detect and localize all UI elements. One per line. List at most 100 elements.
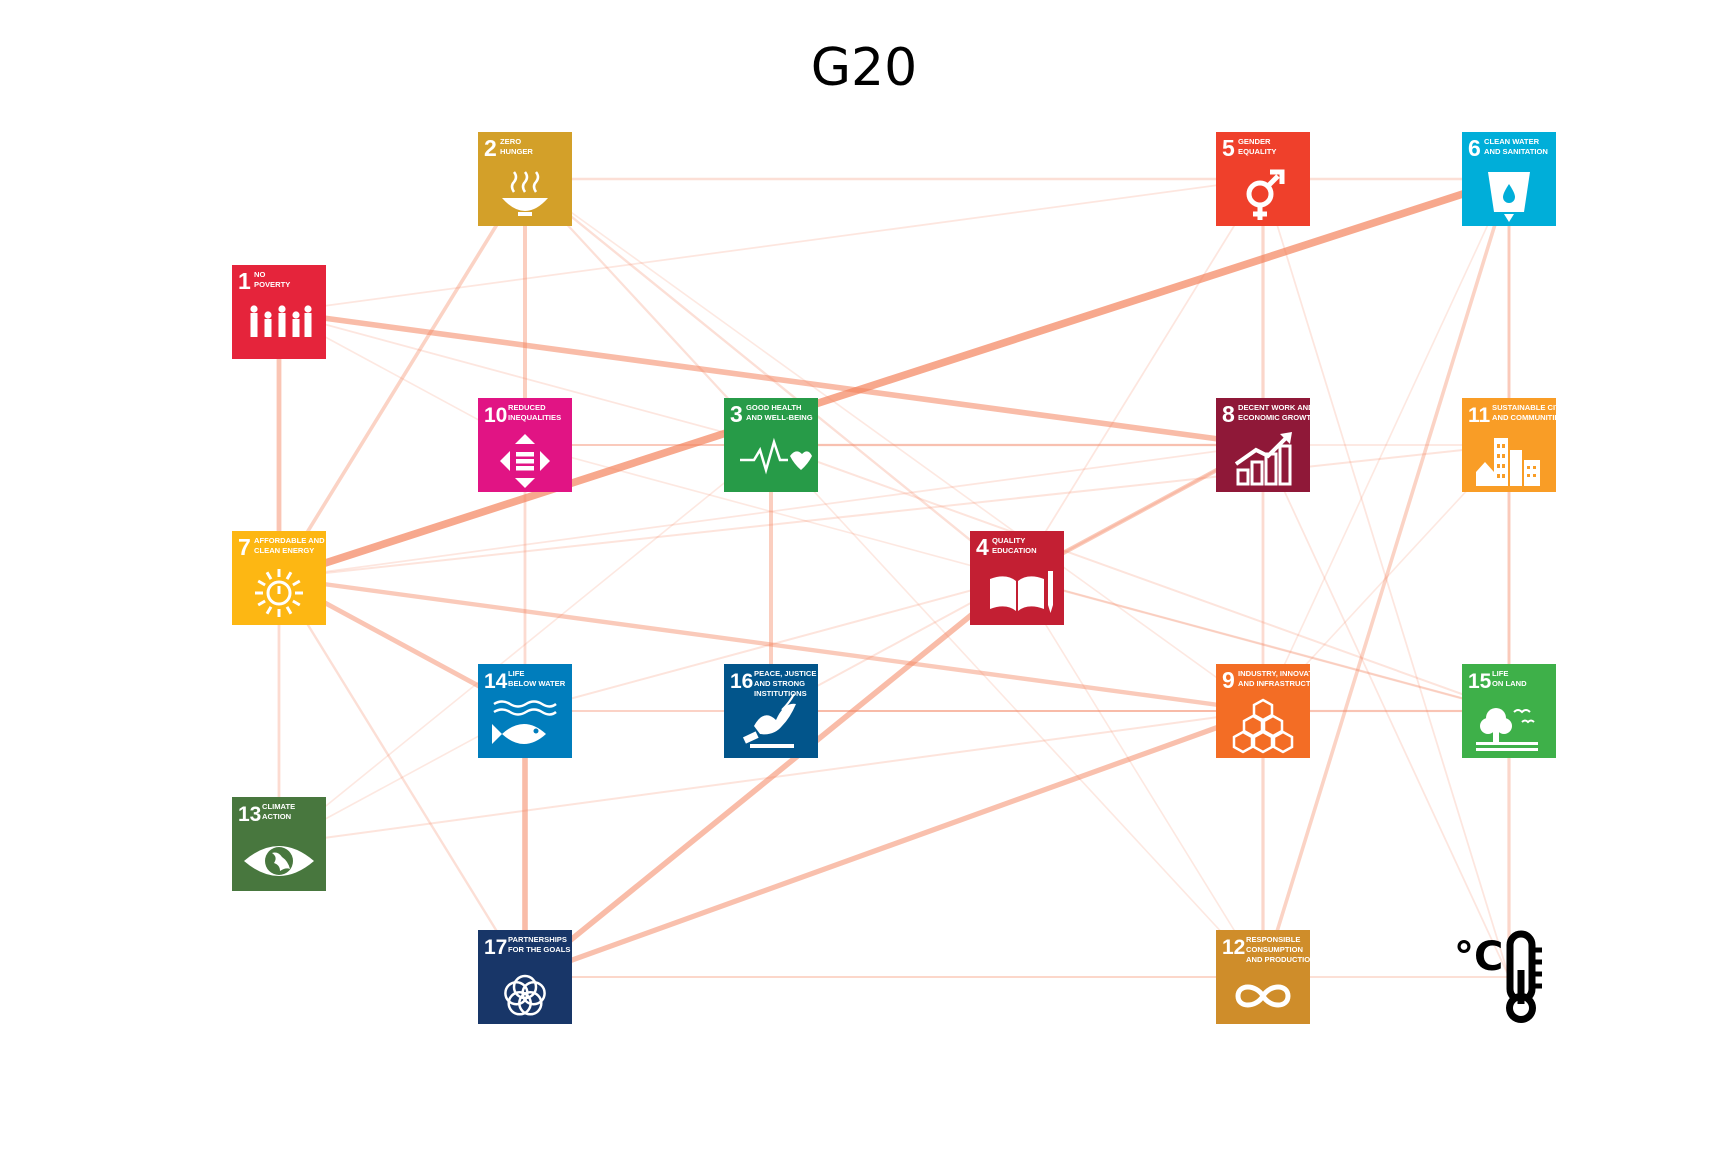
goal-number: 7 (238, 534, 251, 560)
goal-label-line: AND PRODUCTION (1246, 955, 1316, 964)
goal-label-line: GOOD HEALTH (746, 403, 802, 412)
goal-number: 2 (484, 135, 497, 161)
tile-background (724, 664, 818, 758)
goal-label-line: EDUCATION (992, 546, 1037, 555)
edge-g6-g9 (1262, 178, 1510, 712)
edge-g8-temp (1262, 444, 1510, 978)
goal-number: 4 (976, 534, 989, 560)
goal-label-line: FOR THE GOALS (508, 945, 570, 954)
goal-label-line: LIFE (1492, 669, 1508, 678)
goal-label-line: ZERO (500, 137, 521, 146)
edge-g9-g17 (522, 708, 1266, 980)
goal-label-line: AND WELL-BEING (746, 413, 813, 422)
goal-number: 8 (1222, 401, 1235, 427)
goal-label-line: ECONOMIC GROWTH (1238, 413, 1316, 422)
edge-g7-g11 (278, 444, 1510, 579)
goal-number: 1 (238, 268, 251, 294)
goal-number: 11 (1468, 404, 1491, 427)
goal-label-line: CLEAN WATER (1484, 137, 1540, 146)
edge-g1-g3 (278, 311, 772, 446)
thermometer-icon (1506, 930, 1542, 1023)
goal-number: 15 (1468, 670, 1492, 693)
edge-g5-temp (1262, 178, 1510, 978)
tile-background (1216, 930, 1310, 1024)
goal-label-line: AND COMMUNITIES (1492, 413, 1565, 422)
family-icon (250, 305, 312, 337)
edge-g4-g17 (522, 575, 1020, 980)
goal-number: 14 (484, 670, 508, 693)
edge-g2-g4 (523, 177, 1019, 580)
goal-label-line: DECENT WORK AND (1238, 403, 1314, 412)
goal-label-line: RESPONSIBLE (1246, 935, 1300, 944)
goal-number: 3 (730, 401, 743, 427)
goal-number: 9 (1222, 667, 1235, 693)
tile-background (724, 398, 818, 492)
goal-label-line: INDUSTRY, INNOVATION (1238, 669, 1326, 678)
diagram-title: G20 (810, 38, 918, 98)
edges-layer (275, 175, 1513, 980)
edge-g1-g8 (276, 309, 1266, 448)
goal-label-line: SUSTAINABLE CITIES (1492, 403, 1572, 412)
goal-label-line: QUALITY (992, 536, 1025, 545)
cubes-icon (1232, 698, 1294, 754)
goal-label-line: PEACE, JUSTICE (754, 669, 816, 678)
fish-icon (492, 700, 557, 744)
edge-g2-g7 (277, 177, 527, 580)
temp-label: °C (1454, 934, 1503, 980)
goal-label-line: CLEAN ENERGY (254, 546, 314, 555)
goal-label-line: EQUALITY (1238, 147, 1276, 156)
edge-g13-g3 (278, 444, 772, 845)
edge-g14-g4 (524, 577, 1018, 712)
goal-label-line: AND SANITATION (1484, 147, 1548, 156)
arrows-icon (500, 434, 550, 488)
goal-label-line: HUNGER (500, 147, 533, 156)
goal-number: 6 (1468, 135, 1481, 161)
tile-background (1216, 132, 1310, 226)
goal-label-line: GENDER (1238, 137, 1271, 146)
goal-label-line: REDUCED (508, 403, 546, 412)
goal-label-line: NO (254, 270, 265, 279)
edge-g6-g12 (1261, 177, 1511, 979)
tree-icon (1476, 708, 1538, 751)
edge-g7-g9 (276, 575, 1266, 714)
goal-label-line: LIFE (508, 669, 524, 678)
goal-number: 16 (730, 670, 753, 693)
goal-label-line: AND INFRASTRUCTURE (1238, 679, 1327, 688)
goal-number: 17 (484, 936, 507, 959)
book-icon (990, 571, 1053, 613)
flower-icon (504, 974, 546, 1016)
growth-chart-icon (1234, 432, 1292, 486)
edge-g5-g4 (1016, 178, 1264, 579)
edge-g7-g8 (278, 444, 1264, 579)
heartbeat-icon (740, 437, 812, 475)
edge-g4-g12 (1016, 577, 1264, 978)
goal-label-line: CONSUMPTION (1246, 945, 1303, 954)
edge-g7-g17 (277, 576, 527, 979)
node-temp[interactable]: °C (1454, 930, 1542, 1023)
goal-label-line: CLIMATE (262, 802, 295, 811)
eye-globe-icon (244, 846, 314, 876)
edge-g3-g15 (770, 444, 1510, 712)
goal-label-line: ACTION (262, 812, 291, 821)
edge-g13-g9 (278, 710, 1264, 845)
gender-icon (1246, 169, 1285, 220)
city-icon (1476, 438, 1540, 486)
